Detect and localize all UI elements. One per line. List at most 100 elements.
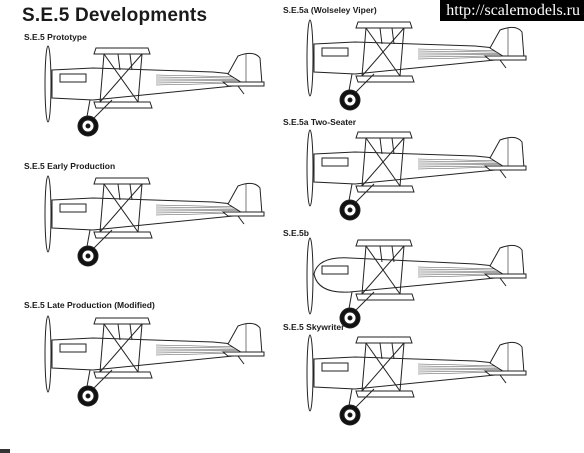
engine-cowling	[59, 343, 87, 353]
plane-drawing-se5a-two-seater	[300, 126, 530, 226]
tailskid	[237, 85, 245, 95]
plane-drawing-se5a-wolseley-viper	[300, 16, 530, 116]
tailplane	[483, 273, 527, 279]
engine-cowling	[59, 203, 87, 213]
tail-fin	[489, 136, 525, 169]
cabane-strut	[379, 245, 383, 263]
wheel-hub	[347, 412, 353, 418]
airframe	[44, 45, 265, 137]
interplane-strut-front	[361, 27, 367, 77]
corner-mark	[0, 449, 10, 453]
cabane-strut	[391, 342, 395, 360]
bracing-wire	[361, 245, 405, 295]
interplane-strut-rear	[399, 27, 405, 77]
cabane-strut	[391, 137, 395, 155]
fuselage-stringer	[417, 365, 506, 368]
label-se5b: S.E.5b	[283, 228, 309, 238]
plane-drawing-se5-skywriter	[300, 331, 530, 431]
tailplane	[221, 81, 265, 87]
fuselage-stringer	[155, 346, 244, 349]
tail-fin	[489, 26, 525, 59]
tail-fin	[227, 182, 263, 215]
plane-drawing-se5-prototype	[38, 42, 268, 142]
tailplane	[483, 165, 527, 171]
propeller	[306, 19, 314, 97]
interplane-strut-front	[361, 245, 367, 295]
upper-wing	[93, 317, 151, 325]
bracing-wire	[361, 27, 405, 77]
tailskid	[237, 215, 245, 225]
cabane-strut	[117, 183, 121, 201]
cabane-strut	[117, 323, 121, 341]
tailskid	[499, 59, 507, 69]
upper-wing	[355, 131, 413, 139]
cabane-strut	[129, 183, 133, 201]
label-se5a-wolseley-viper: S.E.5a (Wolseley Viper)	[283, 5, 377, 15]
interplane-strut-front	[361, 137, 367, 187]
airframe	[44, 175, 265, 267]
propeller	[44, 45, 52, 123]
cabane-strut	[391, 245, 395, 263]
engine-cowling	[321, 157, 349, 167]
fuselage-stringer	[417, 268, 506, 271]
label-se5-late-production: S.E.5 Late Production (Modified)	[24, 300, 155, 310]
cabane-strut	[379, 342, 383, 360]
engine-cowling	[321, 265, 349, 275]
label-se5-skywriter: S.E.5 Skywriter	[283, 322, 345, 332]
interplane-strut-rear	[399, 342, 405, 392]
propeller	[306, 237, 314, 315]
fuselage	[51, 67, 254, 101]
bracing-wire	[99, 183, 143, 233]
engine-cowling	[321, 47, 349, 57]
fuselage	[51, 197, 254, 231]
tail-fin	[227, 52, 263, 85]
fuselage	[313, 356, 516, 390]
plane-drawing-se5b	[300, 234, 530, 334]
tailplane	[221, 211, 265, 217]
interplane-strut-rear	[137, 323, 143, 373]
propeller	[44, 175, 52, 253]
fuselage-stringer	[155, 204, 244, 208]
interplane-strut-front	[361, 342, 367, 392]
lower-wing	[355, 185, 415, 193]
upper-wing	[355, 21, 413, 29]
lower-wing	[93, 231, 153, 239]
fuselage-stringer	[417, 363, 506, 367]
fuselage-stringer	[155, 344, 244, 348]
lower-wing	[355, 293, 415, 301]
fuselage-stringer	[155, 206, 244, 209]
wheel-hub	[85, 123, 91, 129]
tailskid	[499, 169, 507, 179]
plane-drawing-se5-late-production	[38, 312, 268, 412]
diagram-title: S.E.5 Developments	[22, 5, 208, 26]
fuselage	[313, 151, 516, 185]
wheel-hub	[347, 97, 353, 103]
airframe	[44, 315, 265, 407]
upper-wing	[355, 336, 413, 344]
cabane-strut	[391, 27, 395, 45]
propeller	[306, 129, 314, 207]
fuselage-stringer	[417, 48, 506, 52]
cabane-strut	[117, 53, 121, 71]
interplane-strut-front	[99, 183, 105, 233]
fuselage-stringer	[417, 158, 506, 162]
tailplane	[483, 55, 527, 61]
cabane-strut	[129, 53, 133, 71]
interplane-strut-rear	[137, 183, 143, 233]
fuselage-stringer	[155, 76, 244, 79]
tail-fin	[489, 341, 525, 374]
fuselage	[313, 257, 516, 293]
fuselage	[313, 41, 516, 75]
tail-fin	[489, 244, 525, 277]
cabane-strut	[379, 137, 383, 155]
propeller	[44, 315, 52, 393]
wheel-hub	[347, 207, 353, 213]
cabane-strut	[129, 323, 133, 341]
interplane-strut-rear	[399, 137, 405, 187]
fuselage-stringer	[417, 160, 506, 163]
cabane-strut	[379, 27, 383, 45]
tail-fin	[227, 322, 263, 355]
engine-cowling	[59, 73, 87, 83]
tailskid	[499, 277, 507, 287]
upper-wing	[93, 177, 151, 185]
